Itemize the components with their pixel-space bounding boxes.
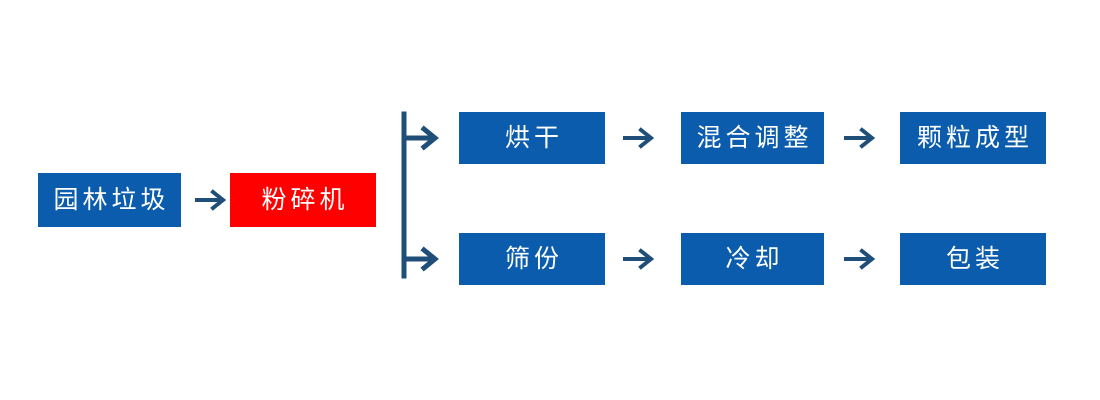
node-cooling[interactable]: 冷却 xyxy=(681,233,824,285)
arrow-mixing-to-pelleting xyxy=(839,121,885,155)
node-crusher[interactable]: 粉碎机 xyxy=(230,173,376,227)
node-garden-waste[interactable]: 园林垃圾 xyxy=(38,173,181,227)
node-mixing-adjustment[interactable]: 混合调整 xyxy=(681,112,824,164)
branch-arrow-lower xyxy=(401,246,439,272)
arrow-start-to-crusher xyxy=(190,183,236,217)
node-packaging[interactable]: 包装 xyxy=(900,233,1046,285)
arrow-screening-to-cooling xyxy=(618,242,664,276)
branch-splitter xyxy=(399,110,449,280)
node-screening[interactable]: 筛份 xyxy=(459,233,605,285)
arrow-drying-to-mixing xyxy=(618,121,664,155)
node-pelleting[interactable]: 颗粒成型 xyxy=(900,112,1046,164)
node-drying[interactable]: 烘干 xyxy=(459,112,605,164)
branch-arrow-upper xyxy=(401,125,439,151)
arrow-cooling-to-packaging xyxy=(839,242,885,276)
